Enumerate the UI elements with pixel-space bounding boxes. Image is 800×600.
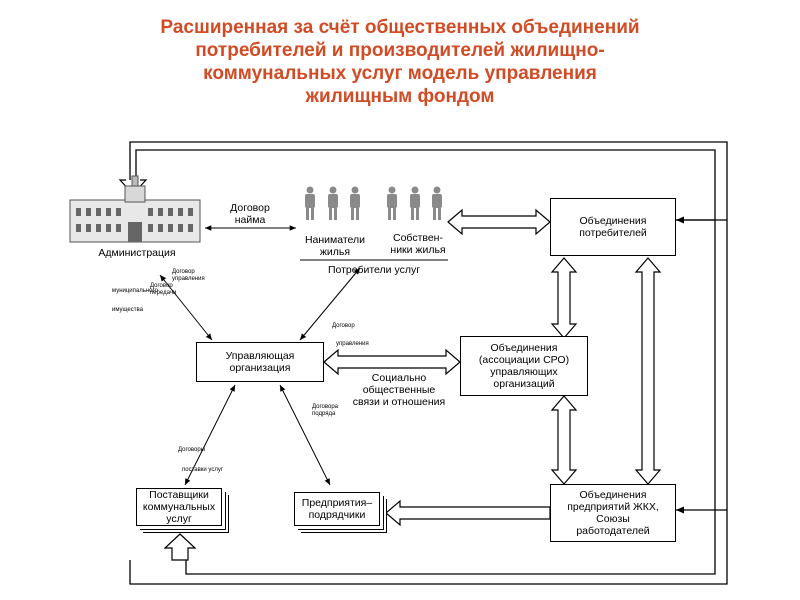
owners-line-2: ники жилья	[390, 244, 446, 256]
owners-label: Собствен- ники жилья	[378, 232, 458, 256]
municipal-label: муниципального	[112, 288, 158, 294]
sro-associations-box: Объединения (ассоциации СРО) управляющих…	[460, 336, 588, 396]
tenants-line-2: жилья	[319, 246, 351, 258]
consumer-assoc-line-1: Объединения	[579, 215, 647, 227]
lease-contract-label: Договор найма	[215, 202, 285, 226]
management-org-line-1: Управляющая	[225, 350, 295, 362]
sro-line-1: Объединения	[490, 342, 558, 354]
mgmt-contract-left-label: Договор управления	[172, 269, 205, 283]
social-line-3: связи и отношения	[352, 396, 446, 408]
loop-arrow-left	[163, 533, 197, 561]
suppliers-line-1: Поставщики	[149, 489, 209, 501]
consumer-associations-box: Объединения потребителей	[550, 198, 676, 256]
transfer-contract-line-2: передачи	[150, 290, 177, 296]
contractors-line-1: Предприятия–	[301, 497, 373, 509]
mgmt-contract-left-line-2: управления	[172, 276, 205, 282]
consumer-assoc-line-2: потребителей	[579, 227, 647, 239]
housing-line-4: работодателей	[576, 525, 650, 537]
tenants-line-1: Наниматели	[304, 234, 366, 246]
connector-arrows	[159, 225, 361, 486]
contractor-contract-label: Договора подряда	[312, 404, 338, 418]
people-icons	[305, 186, 442, 220]
supply-contract-label-1: Договоры	[178, 447, 205, 453]
housing-line-3: Союзы	[596, 513, 630, 525]
mgmt-contract-right-label-1: Договор	[332, 323, 355, 329]
management-org-line-2: организация	[229, 362, 291, 374]
contractors-line-2: подрядчики	[308, 509, 366, 521]
lease-contract-line-1: Договор	[230, 202, 270, 214]
outer-frame-lines	[129, 141, 728, 585]
transfer-contract-label: Договор передачи	[150, 283, 176, 297]
hollow-double-arrows	[323, 208, 662, 527]
social-line-2: общественные	[362, 384, 436, 396]
social-relations-label: Социально общественные связи и отношения	[340, 372, 458, 408]
supply-contract-label-2: поставки услуг	[182, 467, 224, 473]
mgmt-contract-left-line-1: Договор	[172, 269, 195, 275]
lease-contract-line-2: найма	[234, 214, 266, 226]
property-label: имущества	[112, 307, 143, 313]
title-line-2: потребителей и производителей жилищно-	[195, 40, 605, 61]
owners-line-1: Собствен-	[393, 232, 443, 244]
title-line-4: жилищным фондом	[305, 86, 495, 107]
housing-line-1: Объединения	[579, 489, 647, 501]
sro-line-3: управляющих	[490, 366, 558, 378]
social-line-1: Социально	[371, 372, 427, 384]
contractor-contract-line-1: Договора	[312, 404, 338, 410]
title-line-1: Расширенная за счёт общественных объедин…	[160, 17, 640, 38]
housing-associations-box: Объединения предприятий ЖКХ, Союзы работ…	[550, 484, 676, 542]
title-line-3: коммунальных услуг модель управления	[203, 63, 597, 84]
transfer-contract-line-1: Договор	[150, 283, 173, 289]
tenants-label: Наниматели жилья	[295, 234, 375, 258]
diagram-title: Расширенная за счёт общественных объедин…	[60, 16, 740, 108]
suppliers-line-2: коммунальных	[142, 501, 216, 513]
contractor-contract-line-2: подряда	[312, 411, 336, 417]
sro-line-4: организаций	[493, 378, 555, 390]
management-organization-box: Управляющая организация	[196, 342, 324, 382]
suppliers-line-3: услуг	[166, 513, 192, 525]
contractors-box: Предприятия– подрядчики	[294, 492, 380, 526]
sro-line-2: (ассоциации СРО)	[478, 354, 570, 366]
utility-suppliers-box: Поставщики коммунальных услуг	[136, 488, 222, 526]
administration-label: Администрация	[98, 247, 176, 259]
housing-line-2: предприятий ЖКХ,	[567, 501, 659, 513]
consumers-label: Потребители услуг	[327, 264, 421, 276]
administration-building-icon	[69, 175, 201, 243]
mgmt-contract-right-label-2: управления	[336, 341, 369, 347]
